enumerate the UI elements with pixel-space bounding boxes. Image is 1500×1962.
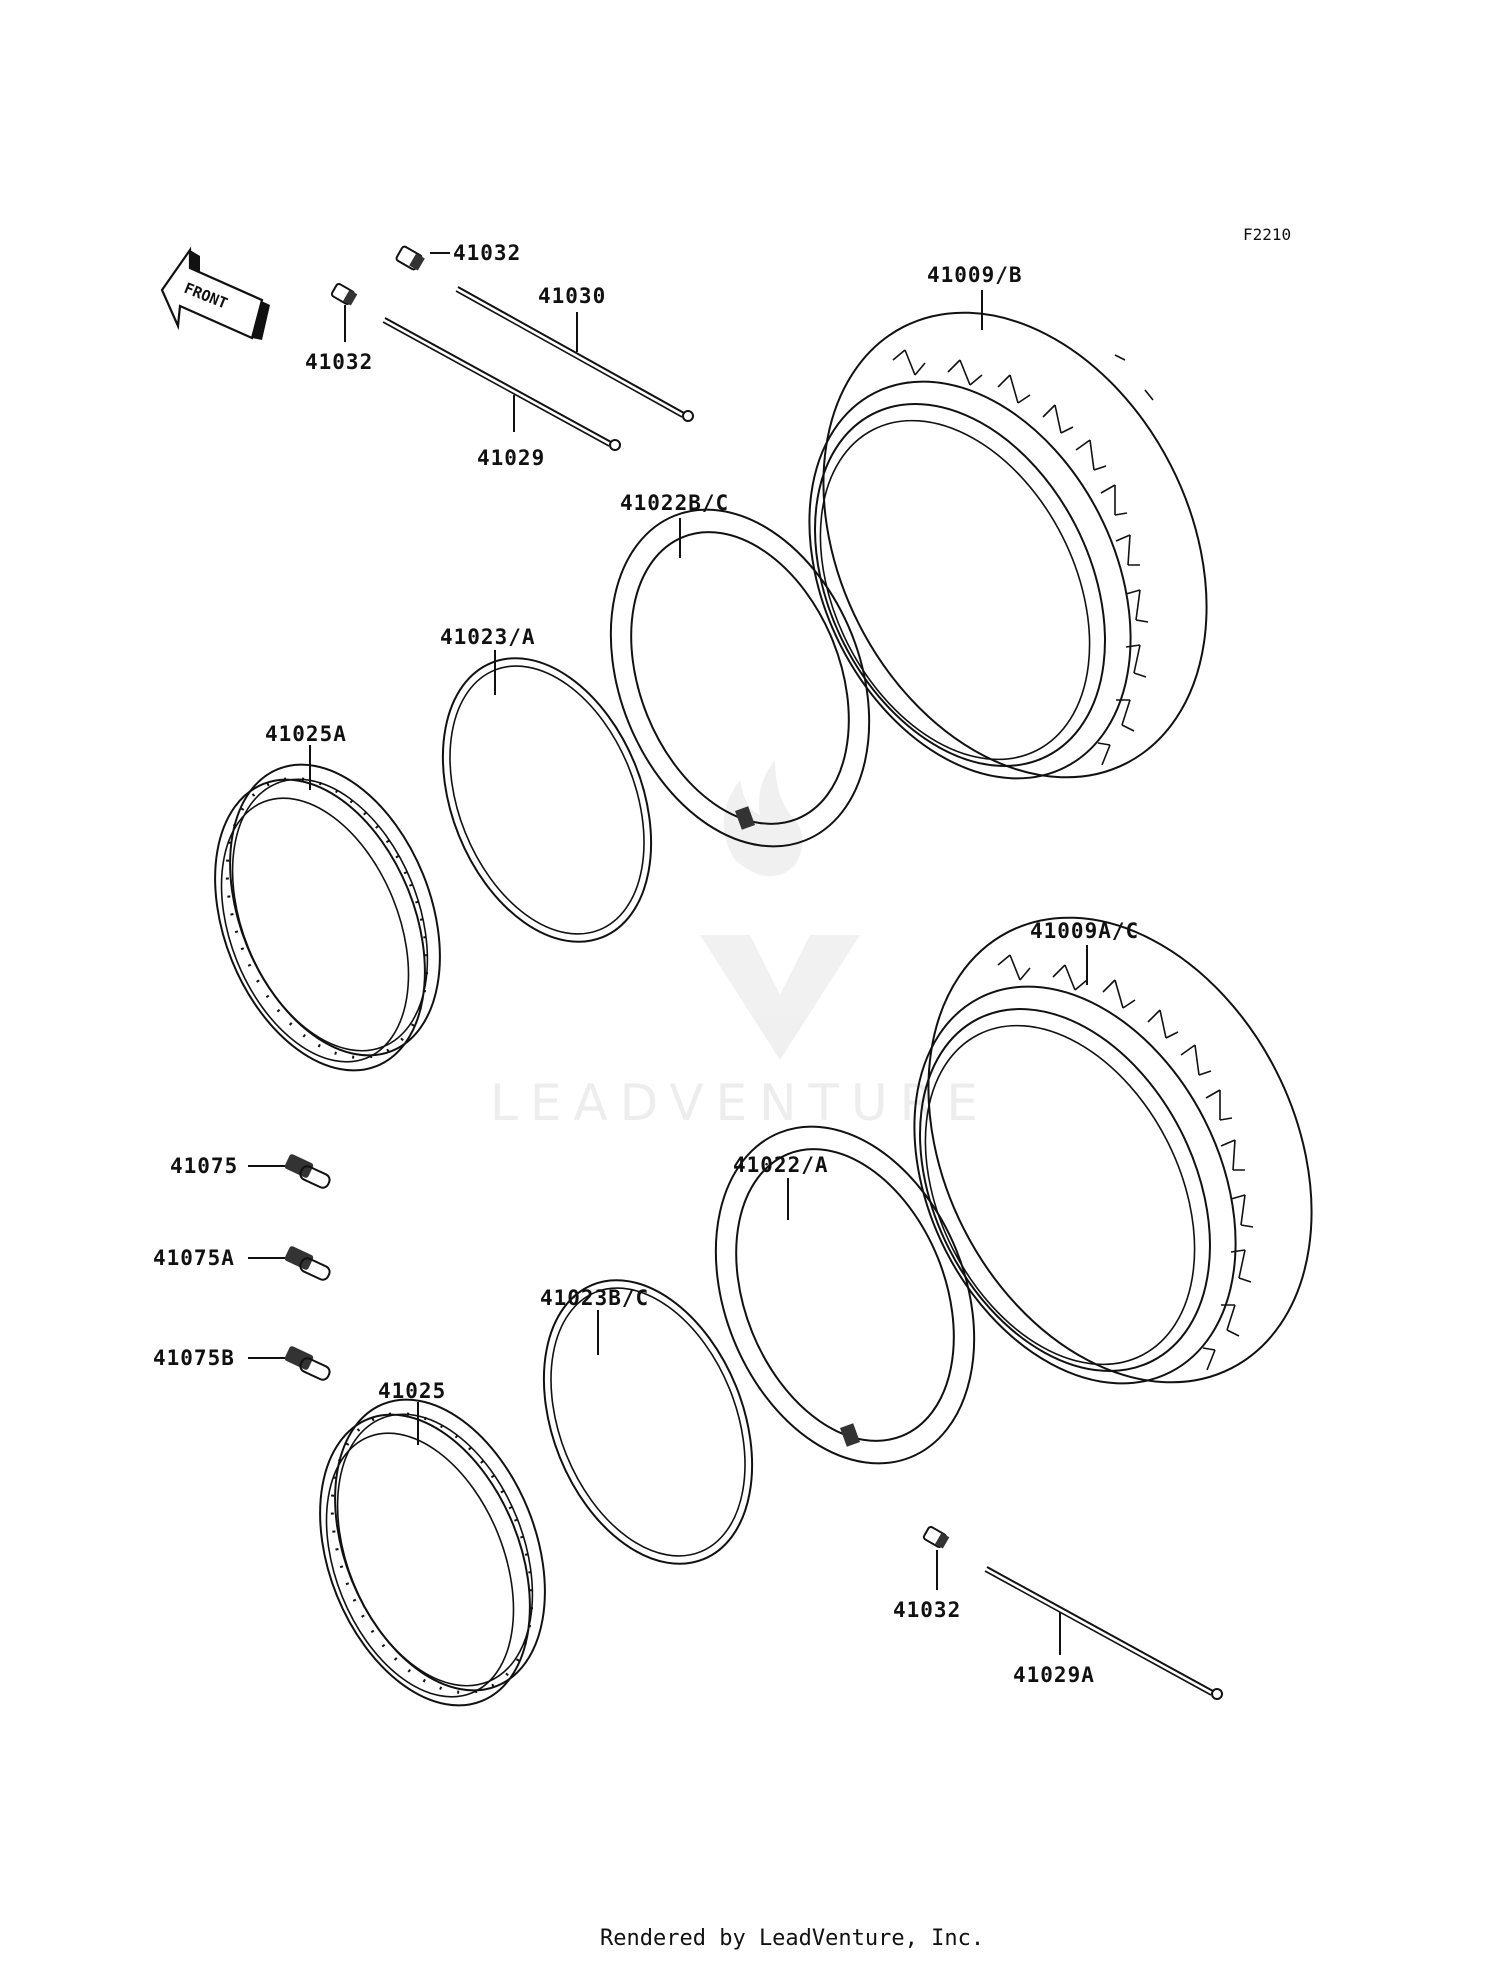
nipple-41075a: [248, 1246, 331, 1281]
label-41029a: 41029A: [1013, 1663, 1095, 1687]
rim-41025: [319, 1398, 546, 1707]
footer-credit: Rendered by LeadVenture, Inc.: [600, 1926, 984, 1951]
nipple-41075: [248, 1154, 331, 1189]
valve-41032-top-right: [395, 245, 450, 271]
tire-41009ac: [913, 916, 1313, 1385]
front-arrow-icon: FRONT: [160, 246, 270, 340]
label-41029: 41029: [477, 446, 545, 470]
label-41030: 41030: [538, 284, 606, 308]
label-41009ac: 41009A/C: [1030, 919, 1139, 943]
spoke-41029a: [984, 1566, 1223, 1700]
rim-band-41023bc: [542, 1279, 754, 1565]
label-41032-bottom: 41032: [893, 1598, 961, 1622]
leadventure-watermark: LEADVENTURE: [490, 760, 990, 1132]
spoke-41030: [455, 286, 694, 422]
label-41023bc: 41023B/C: [540, 1286, 649, 1310]
label-41075b: 41075B: [153, 1346, 235, 1370]
label-41032-top-left: 41032: [305, 350, 373, 374]
valve-41032-bottom: [922, 1526, 950, 1590]
watermark-text: LEADVENTURE: [490, 1074, 990, 1132]
label-41025: 41025: [378, 1379, 446, 1403]
label-41022a: 41022/A: [733, 1153, 829, 1177]
nipple-41075b: [248, 1346, 331, 1381]
label-41009b: 41009/B: [927, 263, 1023, 287]
label-41025a: 41025A: [265, 722, 347, 746]
valve-41032-top-left: [330, 283, 358, 342]
diagram-code: F2210: [1243, 225, 1291, 244]
label-41075a: 41075A: [153, 1246, 235, 1270]
label-41075: 41075: [170, 1154, 238, 1178]
rim-41025a: [214, 745, 441, 1072]
label-41023a: 41023/A: [440, 625, 536, 649]
label-41022bc: 41022B/C: [620, 491, 729, 515]
label-41032-top-right: 41032: [453, 241, 521, 265]
tube-41022a: [714, 1125, 976, 1465]
tire-41009b: [808, 290, 1208, 780]
rim-band-41023a: [441, 650, 653, 943]
spoke-41029: [382, 317, 621, 451]
tube-41022bc: [609, 508, 871, 848]
